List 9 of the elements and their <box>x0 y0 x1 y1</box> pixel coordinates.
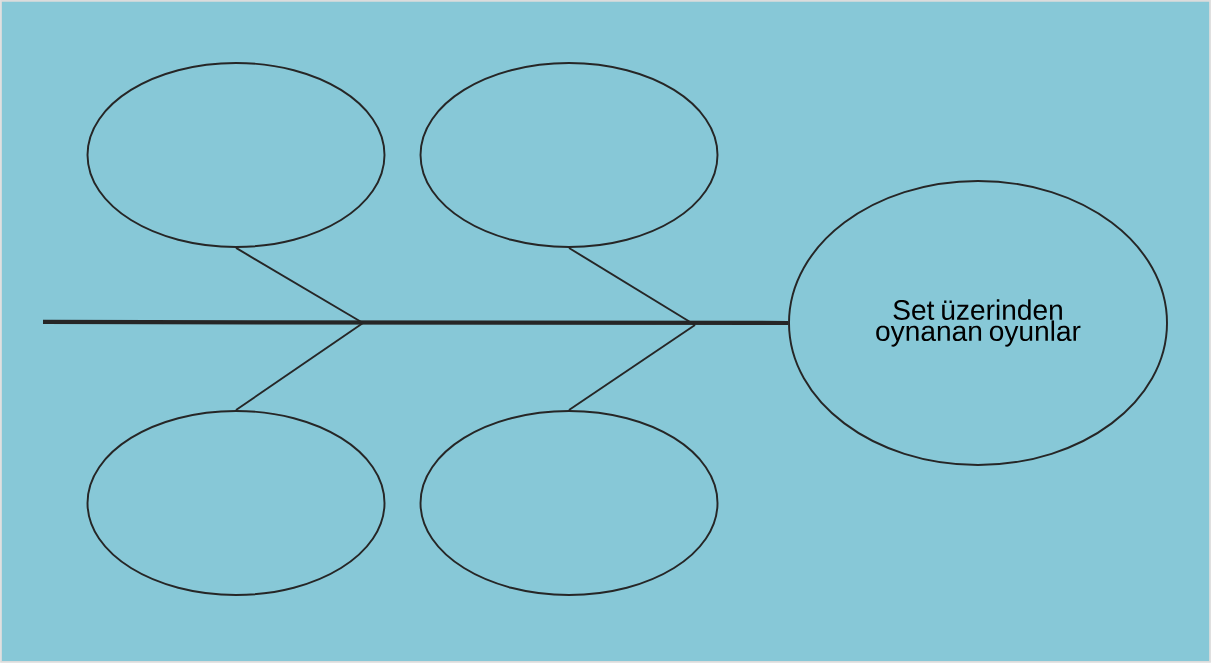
bone-line <box>235 247 364 324</box>
cause-ellipse <box>419 62 719 248</box>
bone-line <box>568 247 696 326</box>
cause-ellipse <box>419 410 719 596</box>
bone-line <box>568 324 696 411</box>
spine-line <box>43 319 789 326</box>
cause-ellipse <box>86 62 386 248</box>
cause-ellipse <box>86 410 386 596</box>
bone-line <box>235 322 364 411</box>
